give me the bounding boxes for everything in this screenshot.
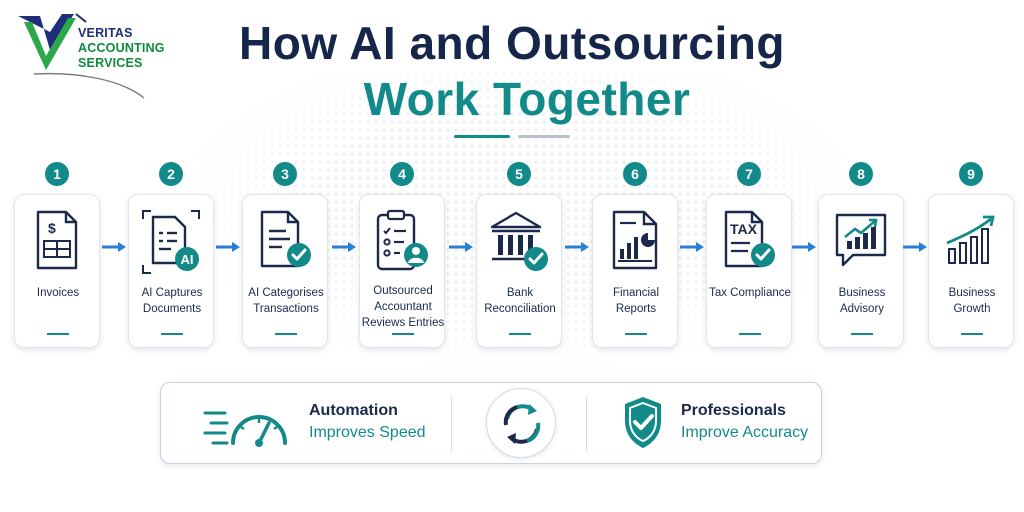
step-label: Bank Reconciliation bbox=[484, 287, 556, 315]
panel-divider bbox=[586, 397, 587, 451]
step-number: 8 bbox=[849, 162, 873, 186]
step-label: Tax Compliance bbox=[709, 287, 791, 299]
invoice-icon: $ bbox=[36, 210, 78, 270]
step-9: 9 Business Growth bbox=[928, 162, 1014, 348]
ai-document-icon: AI bbox=[142, 210, 200, 274]
step-label: Invoices bbox=[36, 287, 80, 299]
step-number: 3 bbox=[273, 162, 297, 186]
step-5: 5 Bank Reconciliation bbox=[476, 162, 562, 348]
step-underline bbox=[47, 333, 69, 335]
step-underline bbox=[625, 333, 647, 335]
step-underline bbox=[275, 333, 297, 335]
step-number: 2 bbox=[159, 162, 183, 186]
cycle-arrows-icon bbox=[503, 404, 541, 444]
improves-speed-label: Improves Speed bbox=[309, 424, 426, 441]
step-1: 1 $ Invoices bbox=[14, 162, 100, 348]
step-label: Business Advisory bbox=[838, 287, 886, 315]
speedometer-icon bbox=[203, 411, 287, 447]
panel-divider bbox=[451, 397, 452, 451]
step-card: Bank Reconciliation bbox=[476, 194, 562, 348]
improve-accuracy-label: Improve Accuracy bbox=[681, 424, 809, 441]
step-underline bbox=[392, 333, 414, 335]
step-underline bbox=[509, 333, 531, 335]
step-label: Business Growth bbox=[948, 287, 996, 315]
step-underline bbox=[851, 333, 873, 335]
step-label: Outsourced Accountant Reviews Entries bbox=[361, 285, 445, 329]
title-underline-grey bbox=[518, 135, 570, 138]
step-card: AI Categorises Transactions bbox=[242, 194, 328, 348]
step-card: Business Advisory bbox=[818, 194, 904, 348]
step-underline bbox=[739, 333, 761, 335]
step-card: $ Invoices bbox=[14, 194, 100, 348]
logo-v-mark-icon bbox=[18, 13, 145, 99]
tax-document-icon: TAX bbox=[724, 210, 775, 268]
step-card: Outsourced Accountant Reviews Entries bbox=[359, 194, 445, 348]
step-8: 8 Business Advisory bbox=[818, 162, 904, 348]
tax-text: TAX bbox=[730, 221, 758, 237]
step-number: 6 bbox=[623, 162, 647, 186]
arrow-right-icon bbox=[332, 242, 356, 252]
ai-badge-text: AI bbox=[181, 252, 194, 267]
step-card: AI AI Captures Documents bbox=[128, 194, 214, 348]
cycle-circle bbox=[486, 388, 556, 458]
arrow-right-icon bbox=[102, 242, 126, 252]
growth-chart-icon bbox=[946, 215, 995, 264]
step-4: 4 Outsourced Accountant Reviews Entries bbox=[359, 162, 445, 348]
step-label: Financial Reports bbox=[612, 287, 660, 315]
step-6: 6 Financial Reports bbox=[592, 162, 678, 348]
step-number: 9 bbox=[959, 162, 983, 186]
step-number: 7 bbox=[737, 162, 761, 186]
step-label: AI Categorises Transactions bbox=[248, 287, 324, 315]
arrow-right-icon bbox=[680, 242, 704, 252]
logo-line-1: VERITAS bbox=[78, 26, 133, 40]
arrow-right-icon bbox=[792, 242, 816, 252]
step-3: 3 AI Categorises Transactions bbox=[242, 162, 328, 348]
step-number: 1 bbox=[45, 162, 69, 186]
page-title-line-1: How AI and Outsourcing bbox=[239, 17, 785, 69]
step-underline bbox=[961, 333, 983, 335]
logo-line-2: ACCOUNTING bbox=[78, 41, 165, 55]
step-number: 4 bbox=[390, 162, 414, 186]
document-check-icon bbox=[260, 210, 311, 268]
shield-check-icon bbox=[625, 397, 661, 448]
arrow-right-icon bbox=[903, 242, 927, 252]
step-card: Business Growth bbox=[928, 194, 1014, 348]
arrow-right-icon bbox=[565, 242, 589, 252]
title-underline-teal bbox=[454, 135, 510, 138]
step-7: 7 TAX Tax Compliance bbox=[706, 162, 792, 348]
bank-check-icon bbox=[490, 211, 548, 271]
advisory-chart-icon bbox=[835, 213, 887, 267]
veritas-logo: VERITAS ACCOUNTING SERVICES bbox=[14, 10, 165, 100]
step-number: 5 bbox=[507, 162, 531, 186]
arrow-right-icon bbox=[449, 242, 473, 252]
step-2: 2 AI AI Captures Documents bbox=[128, 162, 214, 348]
step-card: Financial Reports bbox=[592, 194, 678, 348]
automation-label: Automation bbox=[309, 402, 398, 419]
svg-text:$: $ bbox=[48, 220, 56, 236]
clipboard-user-icon bbox=[376, 209, 428, 271]
summary-panel: Automation Improves Speed Professionals … bbox=[160, 382, 822, 464]
step-card: TAX Tax Compliance bbox=[706, 194, 792, 348]
arrow-right-icon bbox=[216, 242, 240, 252]
step-underline bbox=[161, 333, 183, 335]
logo-line-3: SERVICES bbox=[78, 56, 143, 70]
professionals-label: Professionals bbox=[681, 402, 786, 419]
report-chart-icon bbox=[612, 210, 658, 270]
step-label: AI Captures Documents bbox=[141, 287, 203, 315]
page-title-line-2: Work Together bbox=[363, 73, 691, 125]
